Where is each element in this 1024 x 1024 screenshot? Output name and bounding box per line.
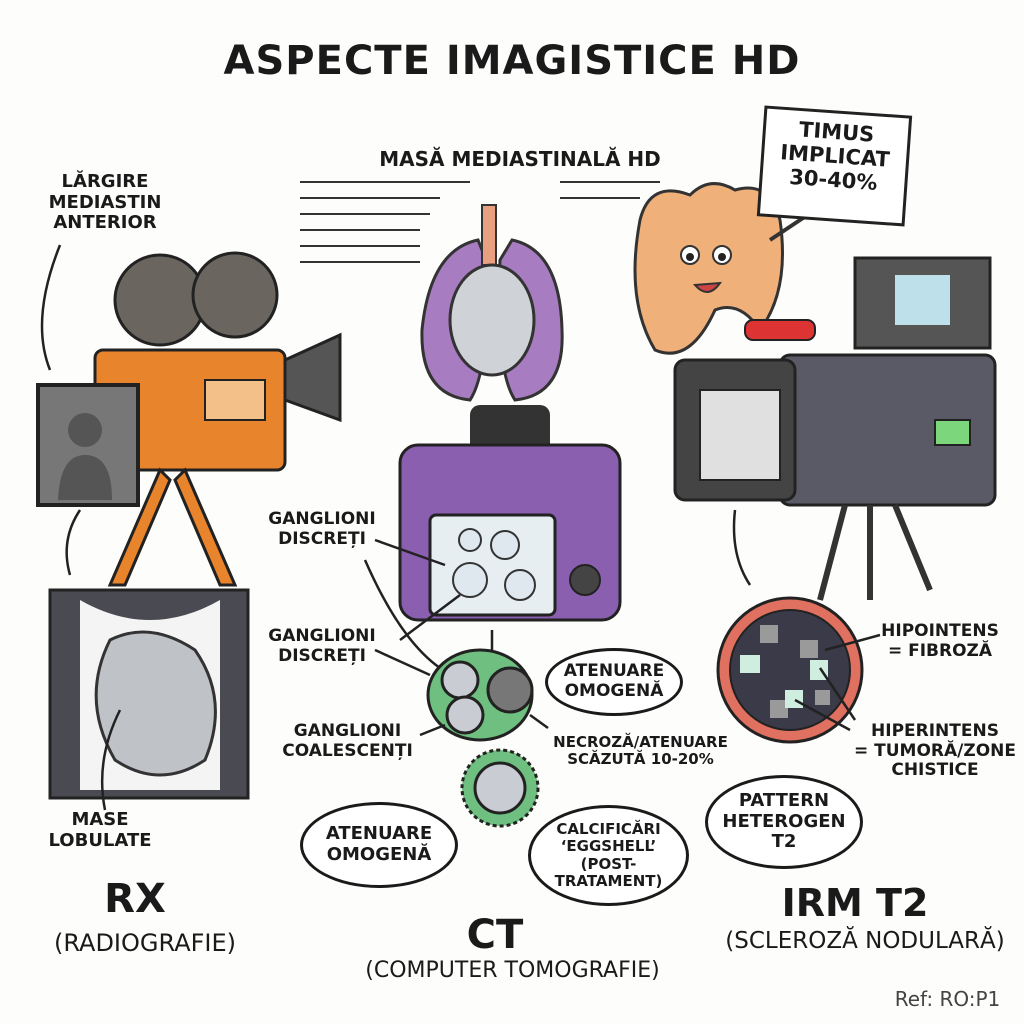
film-camera-illustration (36, 251, 342, 587)
ct-subheading: (COMPUTER TOMOGRAFIE) (365, 958, 660, 983)
ct-label-discrete-2: GANGLIONI DISCREȚI (268, 626, 376, 666)
mri-heading: IRM T2 (781, 881, 929, 925)
ct-bubble-homogeneous-left: ATENUARE OMOGENĂ (300, 802, 458, 888)
mri-hyper-label: HIPERINTENS = TUMORĂ/ZONE CHISTICE (853, 721, 1016, 781)
ct-label-coalescent: GANGLIONI COALESCENȚI (282, 721, 413, 761)
mri-bubble-pattern: PATTERN HETEROGEN T2 (705, 775, 863, 869)
reference-label: Ref: RO:P1 (894, 987, 1001, 1011)
rx-callout-bottom: MASE LOBULATE (48, 809, 152, 851)
mri-hypo-label: HIPOINTENS = FIBROZĂ (881, 621, 999, 661)
page-title: ASPECTE IMAGISTICE HD (223, 38, 801, 84)
ct-bubble-calcifications: CALCIFICĂRI ‘EGGSHELL’ (POST-TRATAMENT) (528, 805, 689, 906)
dslr-camera-illustration (398, 405, 622, 622)
thymus-sign-board (756, 105, 913, 227)
ct-necrosis-label: NECROZĂ/ATENUARE SCĂZUTĂ 10-20% (553, 733, 728, 769)
ct-label-discrete-1: GANGLIONI DISCREȚI (268, 509, 376, 549)
lymph-nodes-illustration (426, 648, 540, 828)
mri-subheading: (SCLEROZĂ NODULARĂ) (725, 928, 1005, 954)
thymus-sign-text: TIMUS IMPLICAT 30-40% (779, 117, 891, 196)
ct-heading: CT (466, 912, 524, 958)
lungs-illustration (420, 204, 564, 402)
rx-heading: RX (104, 876, 166, 922)
mri-image (716, 596, 864, 744)
rx-subheading: (RADIOGRAFIE) (53, 929, 237, 957)
video-camera-illustration (673, 256, 997, 601)
rx-callout-top: LĂRGIRE MEDIASTIN ANTERIOR (48, 171, 162, 234)
mediastinal-mass-label: MASĂ MEDIASTINALĂ HD (379, 147, 661, 171)
heading-lines (300, 181, 660, 263)
thymus-character (633, 182, 817, 355)
ct-bubble-homogeneous-right: ATENUARE OMOGENĂ (545, 648, 683, 716)
